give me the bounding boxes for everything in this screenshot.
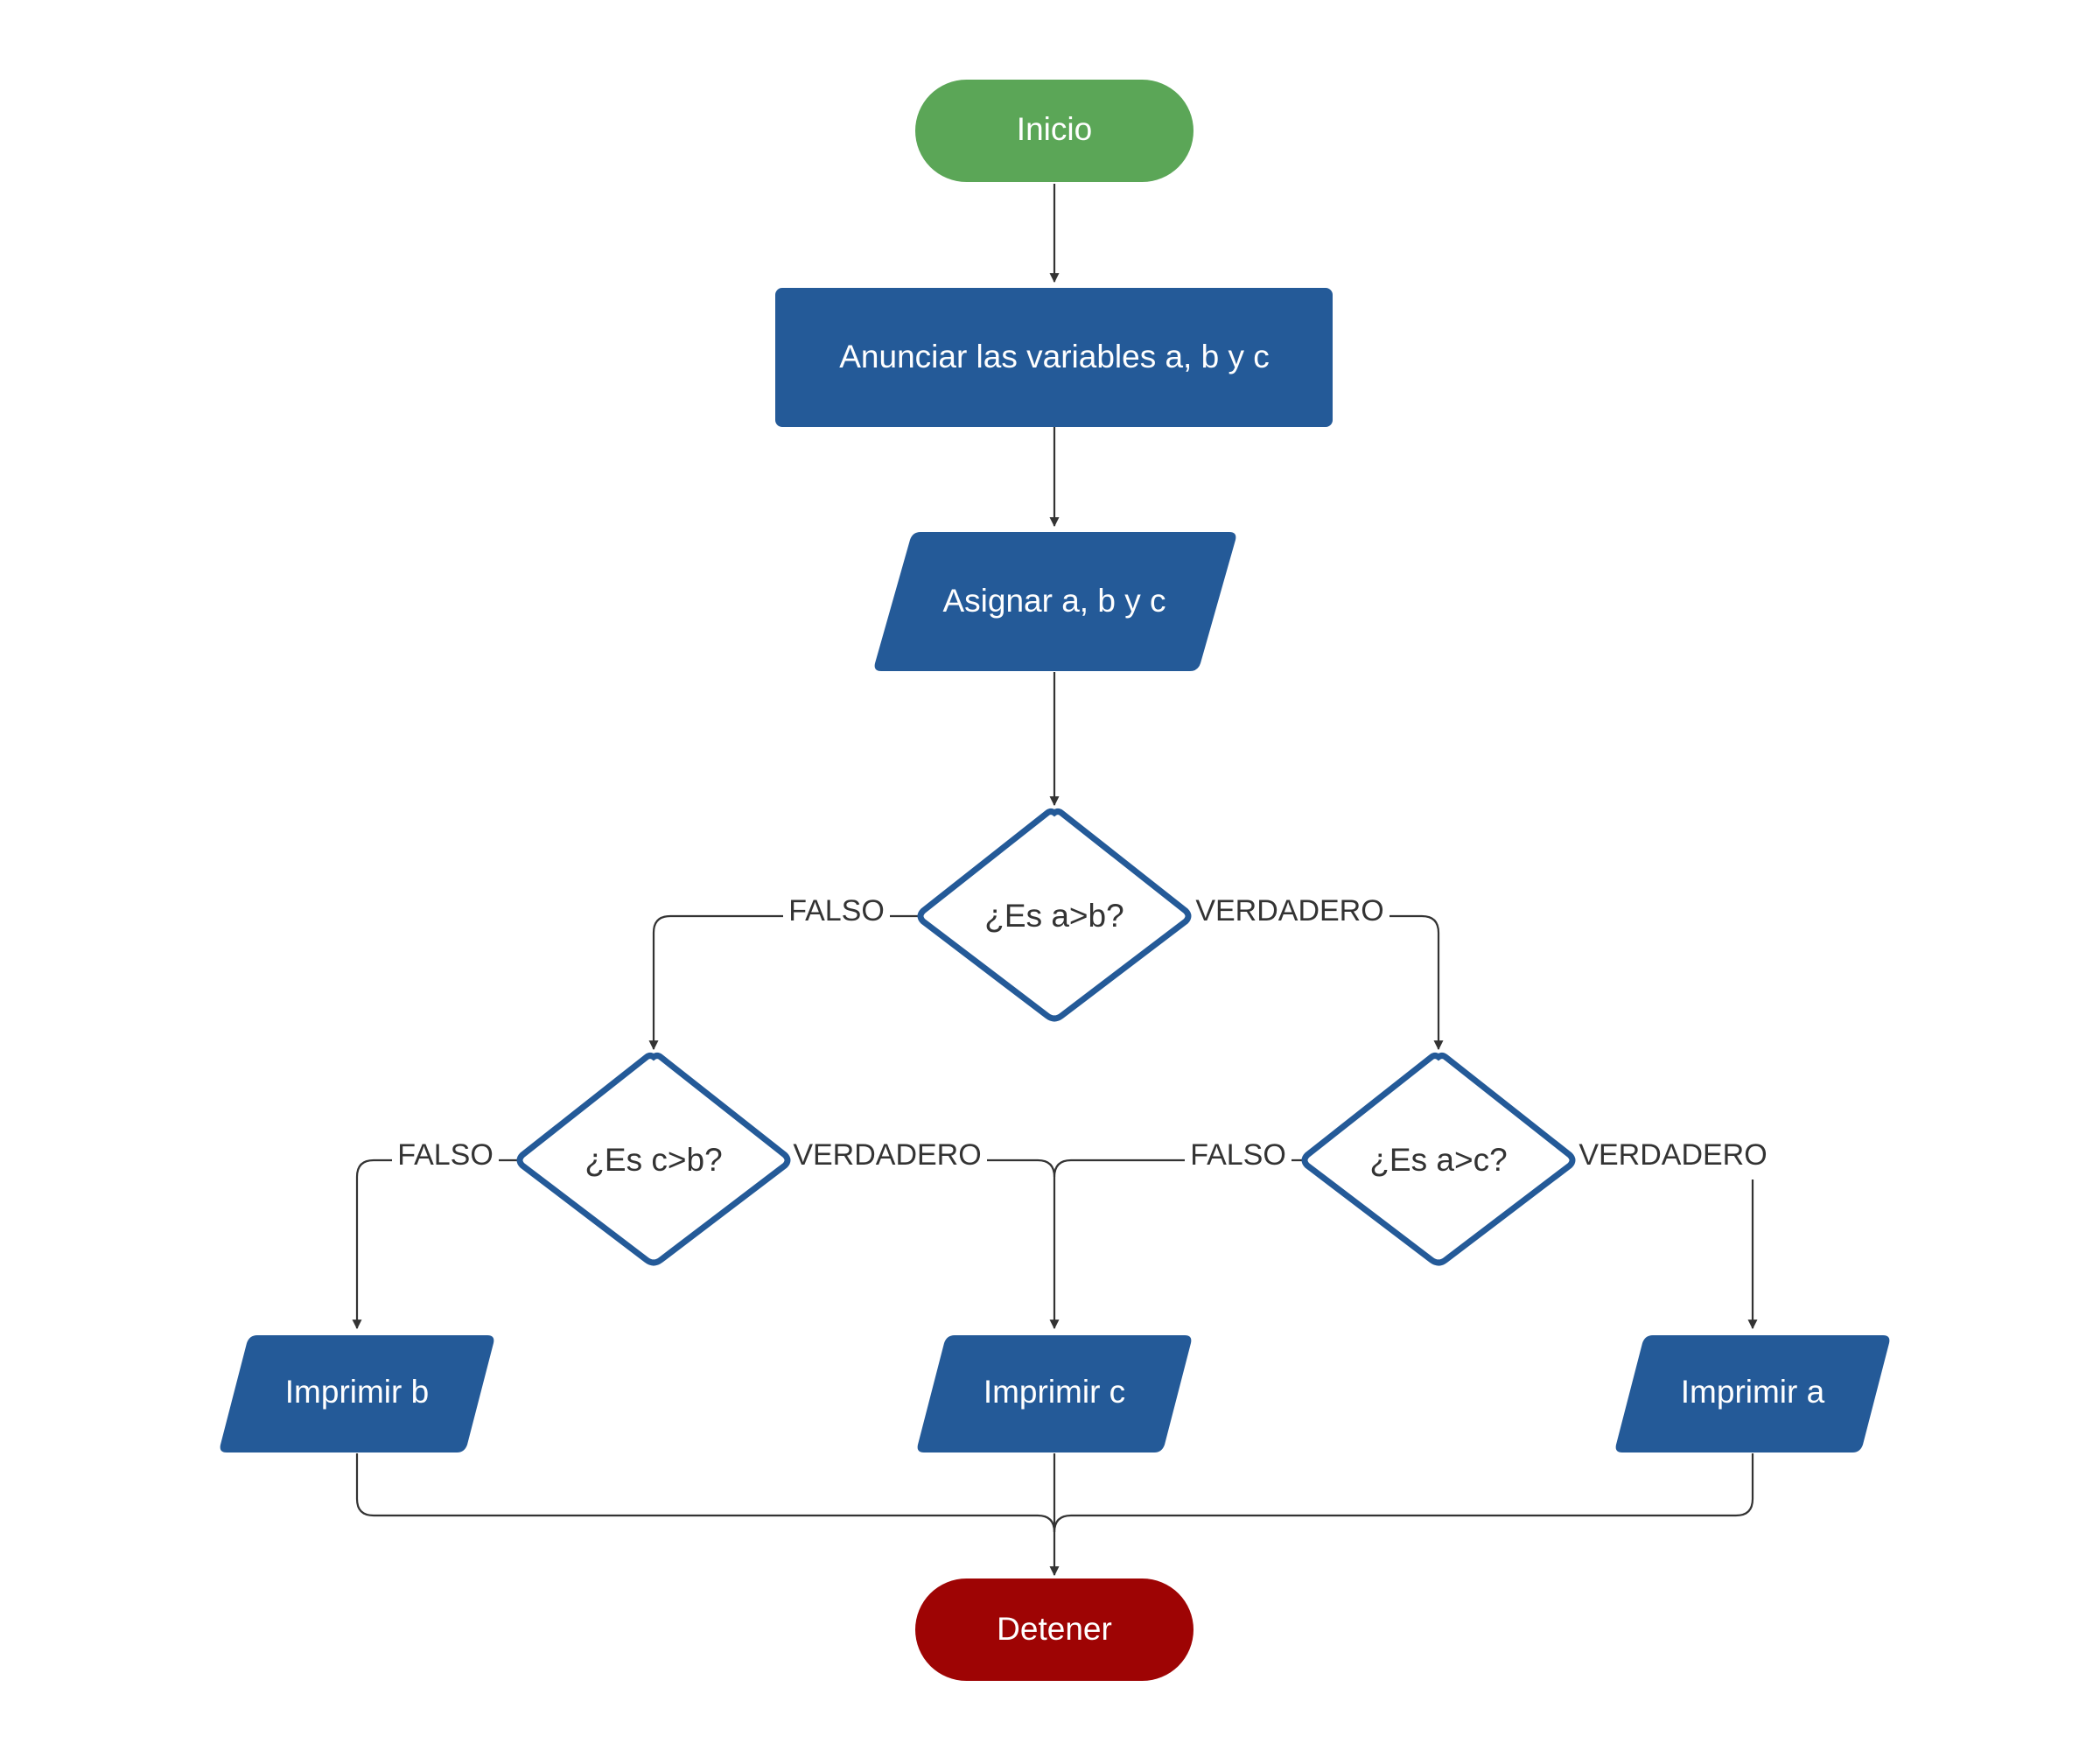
connectors: [352, 184, 1758, 1577]
connector-print-a-to-stop: [1053, 1453, 1754, 1533]
start-label: Inicio: [1017, 111, 1092, 147]
connector-cb-false: [352, 1158, 517, 1330]
start-node[interactable]: Inicio: [915, 80, 1194, 182]
decision-cb-diamond-shape: [516, 1053, 791, 1266]
decision-cb-label: ¿Es c>b?: [584, 1142, 722, 1178]
label-cb-false: FALSO: [397, 1138, 494, 1172]
start-terminator-shape: [915, 80, 1194, 182]
label-cb-true: VERDADERO: [793, 1138, 981, 1172]
label-ab-false: FALSO: [788, 894, 885, 928]
declare-variables-node[interactable]: Anunciar las variables a, b y c: [775, 288, 1333, 427]
decision-a-gt-c-node[interactable]: ¿Es a>c?: [1301, 1053, 1576, 1266]
assign-variables-node[interactable]: Asignar a, b y c: [874, 532, 1236, 671]
print-c-label: Imprimir c: [984, 1374, 1125, 1410]
decision-ac-diamond-shape: [1301, 1053, 1576, 1266]
print-a-output-shape: [1615, 1335, 1890, 1452]
stop-label: Detener: [997, 1611, 1112, 1647]
print-c-output-shape: [917, 1335, 1192, 1452]
label-ab-true: VERDADERO: [1195, 894, 1383, 928]
print-c-node[interactable]: Imprimir c: [917, 1335, 1192, 1452]
assign-label: Asignar a, b y c: [942, 583, 1166, 619]
print-a-label: Imprimir a: [1681, 1374, 1825, 1410]
decision-ac-label: ¿Es a>c?: [1369, 1142, 1507, 1178]
print-a-node[interactable]: Imprimir a: [1615, 1335, 1890, 1452]
print-b-node[interactable]: Imprimir b: [220, 1335, 494, 1452]
connector-ab-true: [1191, 914, 1444, 1051]
stop-node[interactable]: Detener: [915, 1578, 1194, 1681]
decision-a-gt-b-node[interactable]: ¿Es a>b?: [917, 808, 1192, 1022]
label-ac-false: FALSO: [1190, 1138, 1286, 1172]
edge-labels: FALSO VERDADERO FALSO VERDADERO FALSO VE…: [392, 894, 1773, 1175]
declare-label: Anunciar las variables a, b y c: [839, 339, 1270, 374]
print-b-output-shape: [220, 1335, 494, 1452]
connector-cb-true: [790, 1158, 1060, 1330]
print-b-label: Imprimir b: [285, 1374, 429, 1410]
assign-input-shape: [874, 532, 1236, 671]
decision-ab-diamond-shape: [917, 808, 1192, 1022]
connector-print-b-to-stop: [355, 1453, 1056, 1533]
connector-ac-false: [1053, 1158, 1302, 1178]
connector-ab-false: [648, 914, 918, 1051]
declare-process-shape: [775, 288, 1333, 427]
stop-terminator-shape: [915, 1578, 1194, 1681]
decision-c-gt-b-node[interactable]: ¿Es c>b?: [516, 1053, 791, 1266]
label-ac-true: VERDADERO: [1578, 1138, 1767, 1172]
decision-ab-label: ¿Es a>b?: [984, 898, 1124, 934]
